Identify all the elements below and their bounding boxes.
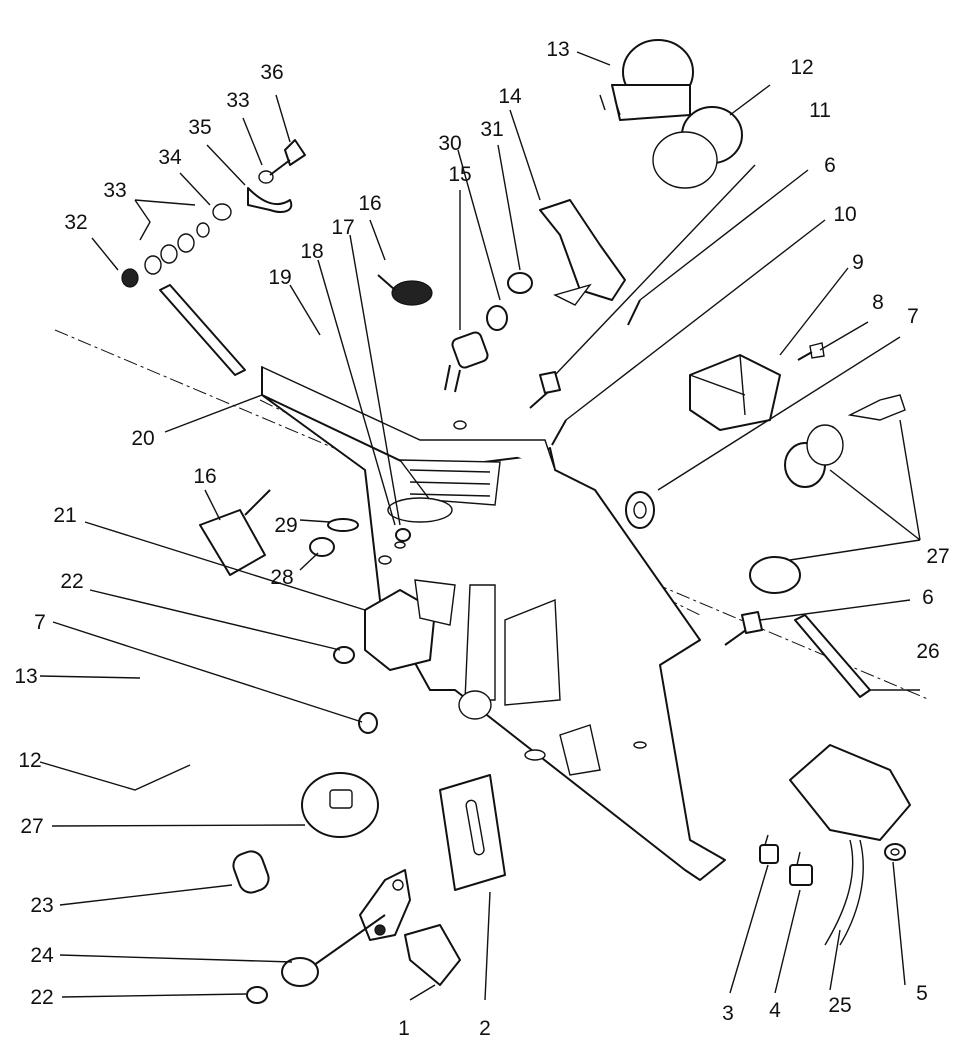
callout-22-lower: 22: [30, 986, 53, 1009]
lamp-socket-part-15: [444, 331, 489, 393]
callout-31: 31: [480, 118, 503, 141]
dashboard-panel: [261, 366, 726, 881]
callout-7-upper: 7: [907, 305, 919, 328]
callout-14: 14: [498, 85, 522, 108]
leader-lines: [39, 51, 921, 1001]
nut-part-22-upper: [333, 646, 355, 664]
callout-13-upper: 13: [546, 38, 569, 61]
callout-16-upper: 16: [358, 192, 381, 215]
callout-1: 1: [398, 1017, 410, 1040]
callout-7-lower: 7: [34, 611, 46, 634]
relay-box-part-9: [689, 354, 781, 431]
switch-body-part-21: [364, 579, 456, 671]
screw-part-10: [551, 419, 567, 446]
washer-part-29: [327, 518, 359, 532]
callout-25: 25: [828, 994, 851, 1017]
screw-part-8: [797, 342, 825, 361]
grommet-part-7-upper: [625, 491, 655, 529]
slotted-plate-part-2: [439, 774, 506, 891]
callout-23: 23: [30, 894, 53, 917]
callout-9: 9: [852, 251, 864, 274]
callout-27-lower: 27: [20, 815, 43, 838]
rod-part-19: [159, 284, 246, 376]
knob-part-28: [309, 537, 335, 557]
callout-6-upper: 6: [824, 154, 836, 177]
callout-labels: 1 2 3 4 5 6 6 7 7 8 9 10 11 12 12 13 13 …: [14, 38, 949, 1040]
callout-22-upper: 22: [60, 570, 83, 593]
callout-32: 32: [64, 211, 87, 234]
callout-27-upper: 27: [926, 545, 949, 568]
knob-part-16-upper: [377, 274, 433, 306]
hardware-stack-parts-32-36: [121, 139, 306, 288]
bolt-part-6-lower: [724, 611, 763, 646]
wire-harness-part-25: [789, 744, 911, 946]
callout-8: 8: [872, 291, 884, 314]
nut-part-5: [884, 843, 906, 861]
key-cap-part-27: [749, 394, 906, 594]
screw-part-11: [627, 299, 641, 326]
callout-13-lower: 13: [14, 665, 37, 688]
wrench-part-26: [794, 614, 871, 698]
callout-21: 21: [53, 504, 76, 527]
spacer-part-23: [232, 850, 270, 894]
bulb-part-30: [486, 305, 508, 331]
callout-12-lower: 12: [18, 749, 41, 772]
connector-part-4: [789, 851, 813, 886]
callout-12-upper: 12: [790, 56, 813, 79]
callout-5: 5: [916, 982, 928, 1005]
bolt-part-6-upper: [529, 371, 561, 409]
callout-24: 24: [30, 944, 54, 967]
callout-26: 26: [916, 640, 939, 663]
gauge-part-13-upper: [599, 39, 694, 121]
callout-10: 10: [833, 203, 856, 226]
callout-33-left: 33: [103, 179, 126, 202]
callout-4: 4: [769, 999, 781, 1022]
callout-16-lower: 16: [193, 465, 216, 488]
callout-33-right: 33: [226, 89, 249, 112]
switch-part-16-lower: [199, 489, 271, 576]
callout-19: 19: [268, 266, 291, 289]
callout-35: 35: [188, 116, 211, 139]
callout-36: 36: [260, 61, 283, 84]
throttle-lever-part-1: [299, 869, 461, 986]
callout-2: 2: [479, 1017, 491, 1040]
callout-18: 18: [300, 240, 323, 263]
gauge-part-12-upper: [652, 106, 743, 189]
clamp-part-24: [281, 957, 319, 987]
callout-11: 11: [809, 99, 831, 122]
callout-17: 17: [331, 216, 354, 239]
callout-3: 3: [722, 1002, 734, 1025]
grommet-part-7-lower: [358, 712, 378, 734]
callout-28: 28: [270, 566, 293, 589]
bracket-part-14: [539, 199, 626, 306]
nut-part-22-lower: [246, 986, 268, 1004]
callout-29: 29: [274, 514, 297, 537]
callout-20: 20: [131, 427, 154, 450]
bulb-cap-part-31: [507, 272, 533, 294]
callout-15: 15: [448, 163, 471, 186]
callout-34: 34: [158, 146, 182, 169]
callout-6-lower: 6: [922, 586, 934, 609]
ignition-switch-part-27: [301, 772, 379, 838]
nut-part-17: [395, 528, 411, 542]
connector-part-3: [759, 834, 779, 864]
callout-30: 30: [438, 132, 461, 155]
